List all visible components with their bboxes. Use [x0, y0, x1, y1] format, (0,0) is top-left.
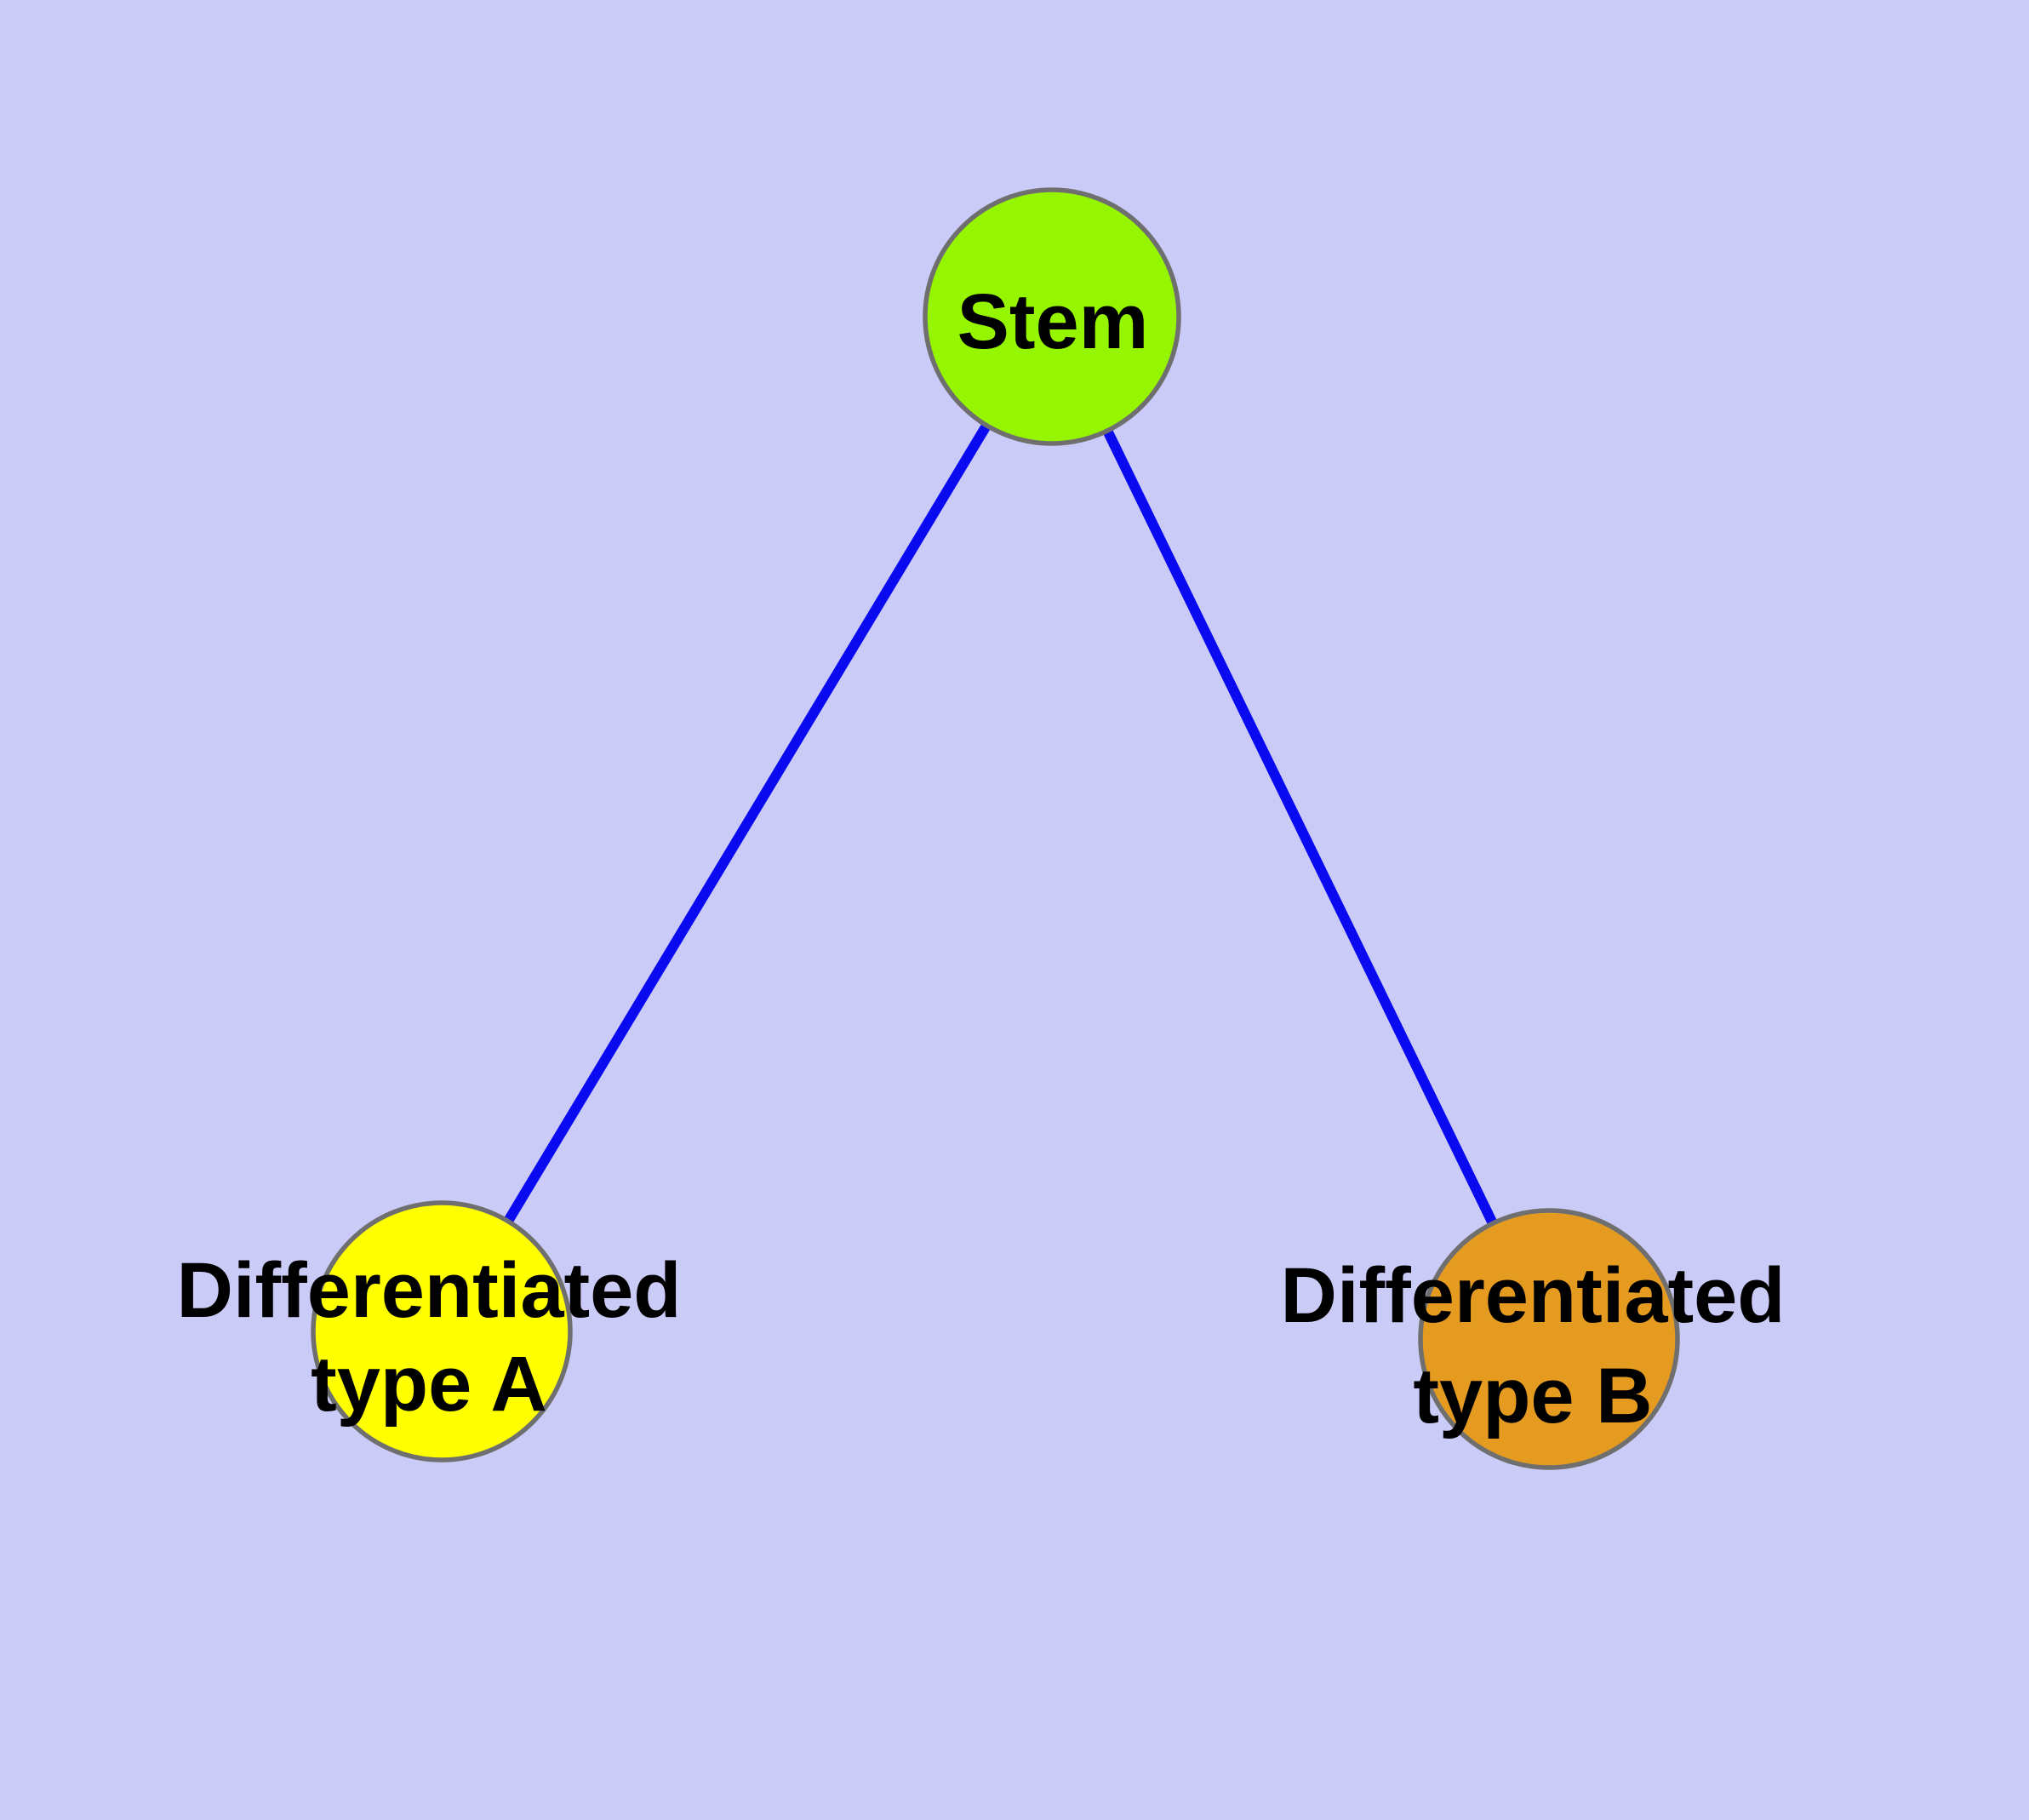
node-differentiated-type-a-label-line2: type A — [311, 1341, 547, 1428]
edge-stem-to-type-b — [1047, 314, 1554, 1342]
node-differentiated-type-a-label-line1: Differentiated — [177, 1247, 682, 1334]
node-differentiated-type-a — [311, 1200, 573, 1462]
node-stem — [923, 187, 1181, 446]
node-differentiated-type-b — [1418, 1208, 1680, 1470]
node-differentiated-type-b-label-line2: type B — [1413, 1353, 1652, 1439]
node-stem-label: Stem — [957, 278, 1149, 365]
edge-stem-to-type-a — [437, 313, 1057, 1335]
node-differentiated-type-b-label-line1: Differentiated — [1281, 1252, 1786, 1339]
